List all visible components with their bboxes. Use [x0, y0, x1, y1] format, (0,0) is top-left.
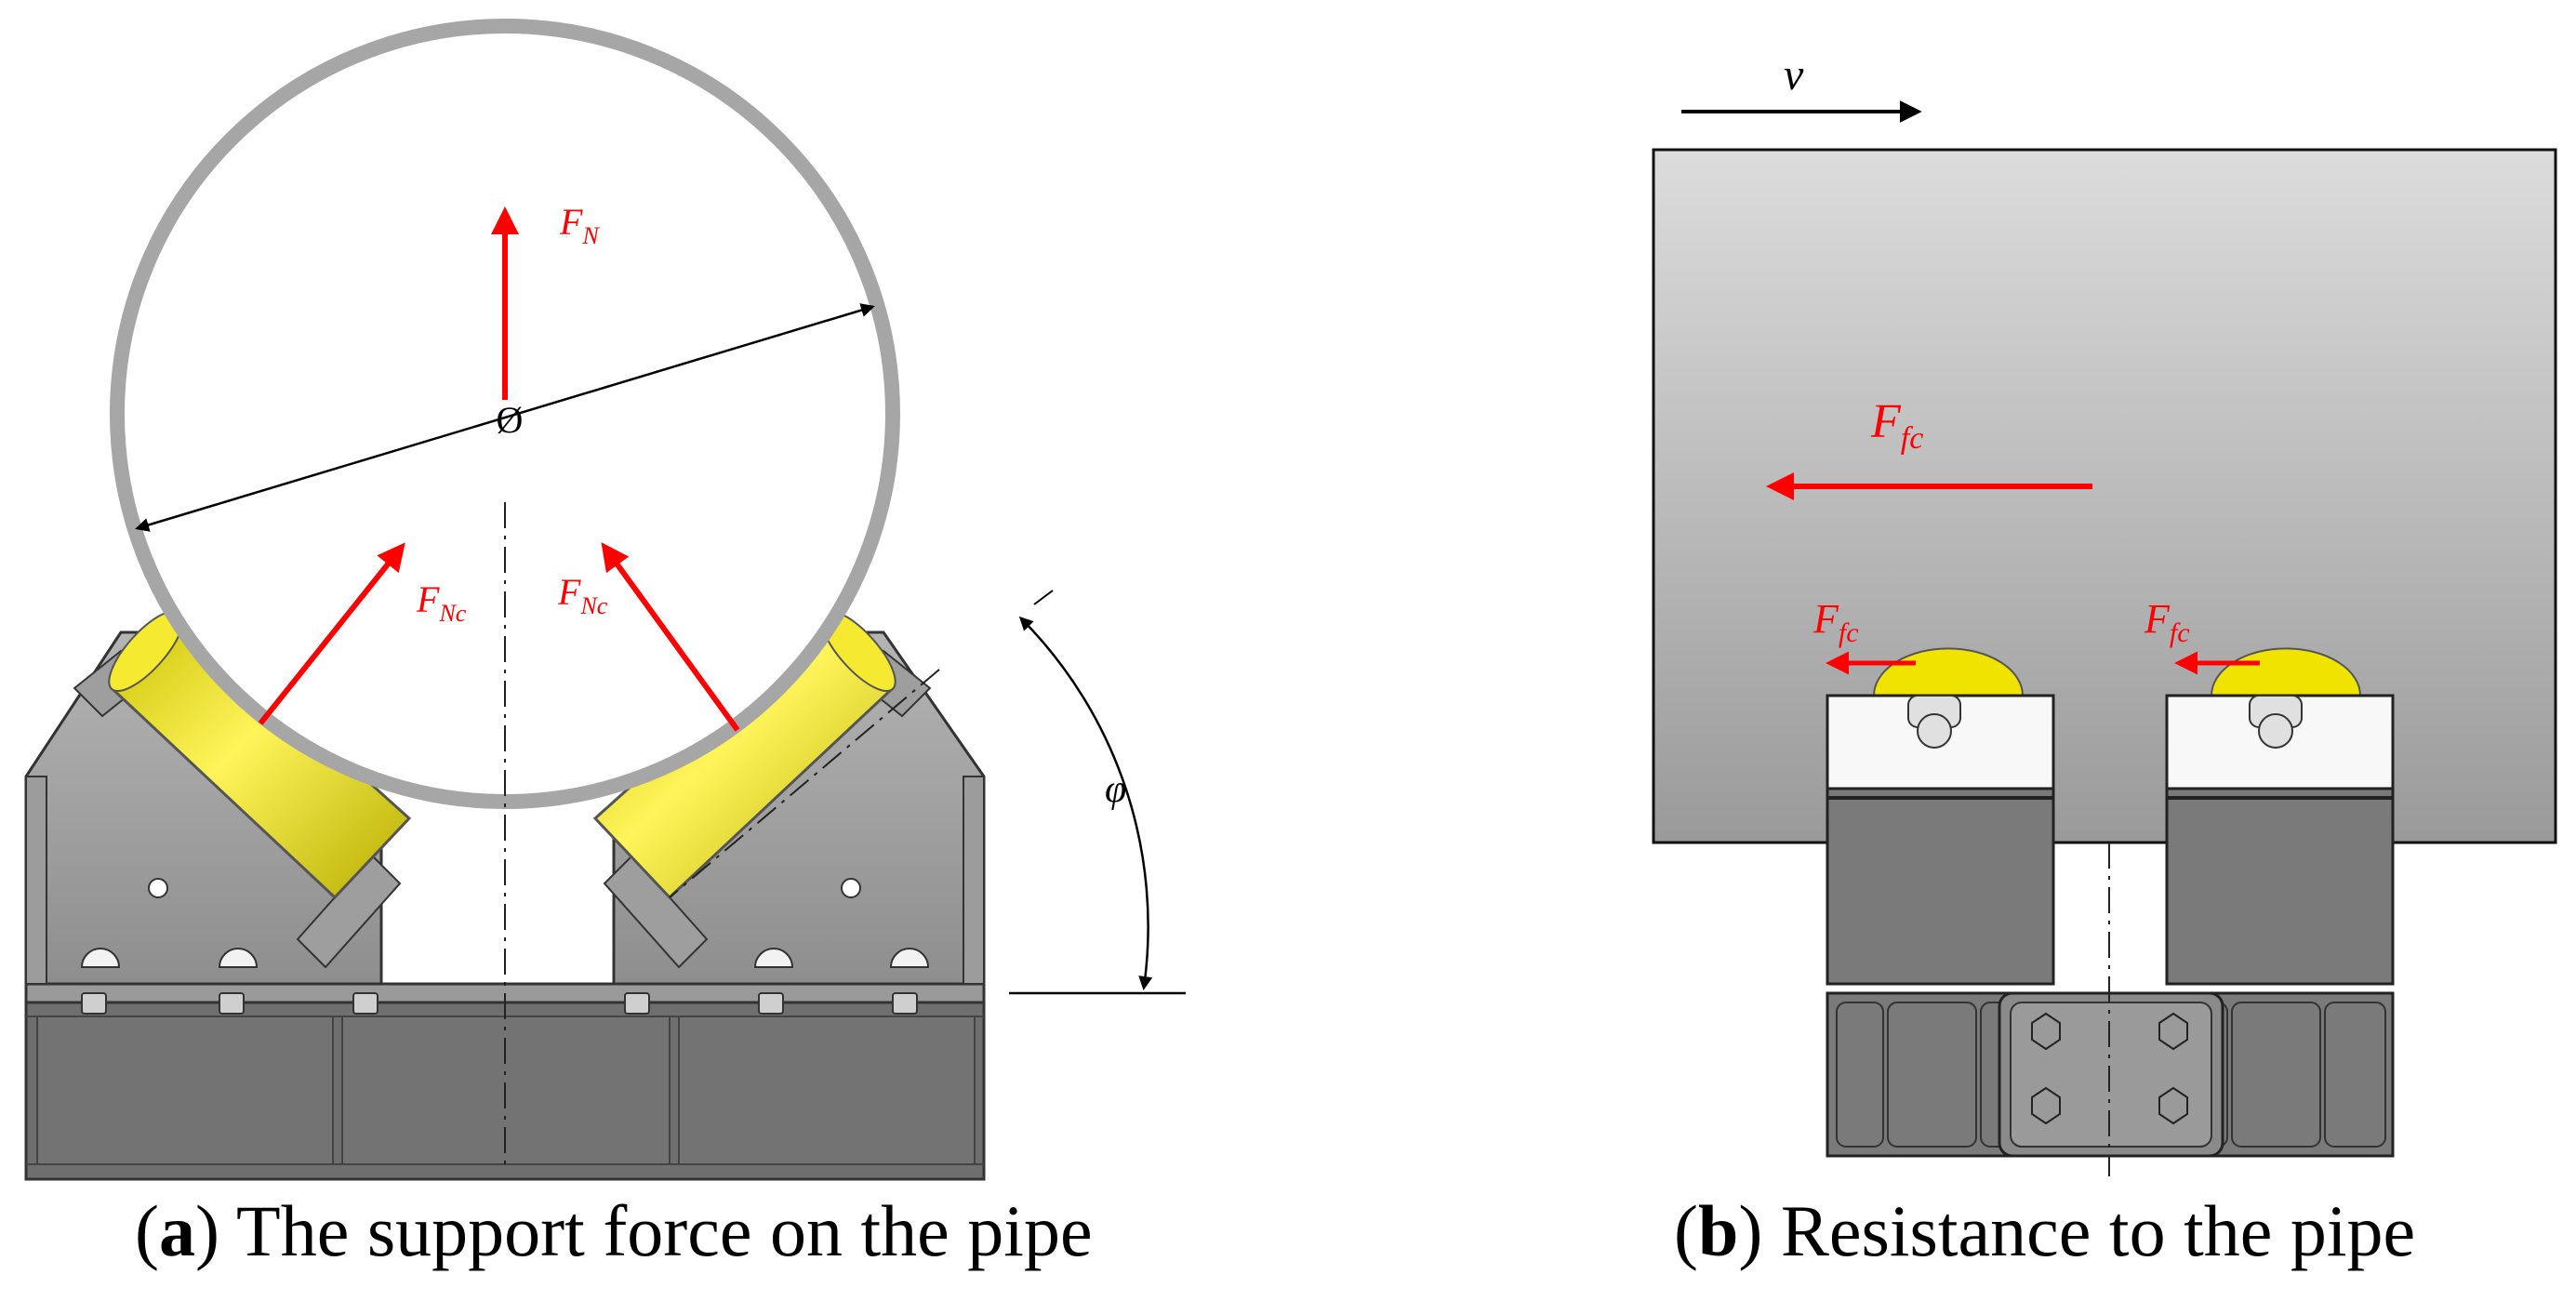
- diameter-dimension: [135, 303, 875, 532]
- diameter-symbol: Ø: [497, 399, 524, 441]
- fnc-left-label: FNc: [416, 578, 467, 627]
- base-bolts: [81, 992, 918, 1015]
- connector-plate: [1998, 991, 2224, 1158]
- left-support-bracket: [24, 630, 402, 986]
- angle-label: φ: [1105, 768, 1126, 811]
- left-support-column: [1826, 647, 2055, 1158]
- left-roller: [108, 609, 412, 900]
- ffc-main-label: Ffc: [1870, 395, 1923, 456]
- caption-b-letter: b: [1697, 1190, 1739, 1271]
- caption-b: (b) Resistance to the pipe: [1674, 1190, 2416, 1271]
- panel-a: Ø FN FNc FNc φ: [24, 19, 1186, 1181]
- fnc-right-label: FNc: [557, 571, 608, 619]
- angle-arc: [1018, 616, 1153, 990]
- velocity-label: v: [1784, 50, 1804, 100]
- fnc-left-arrow: [258, 542, 405, 725]
- fn-label: FN: [559, 201, 600, 249]
- right-roller: [592, 609, 940, 900]
- caption-a: (a) The support force on the pipe: [135, 1190, 1093, 1271]
- ffc-left-label: Ffc: [1812, 596, 1859, 648]
- panel-b: v Ffc: [1652, 50, 2557, 1176]
- angle-ray-tick: [1033, 590, 1054, 605]
- pipe-side-view: [1652, 148, 2557, 844]
- fnc-right-arrow: [601, 542, 740, 732]
- ffc-right-label: Ffc: [2144, 596, 2190, 648]
- caption-a-letter: a: [158, 1190, 195, 1271]
